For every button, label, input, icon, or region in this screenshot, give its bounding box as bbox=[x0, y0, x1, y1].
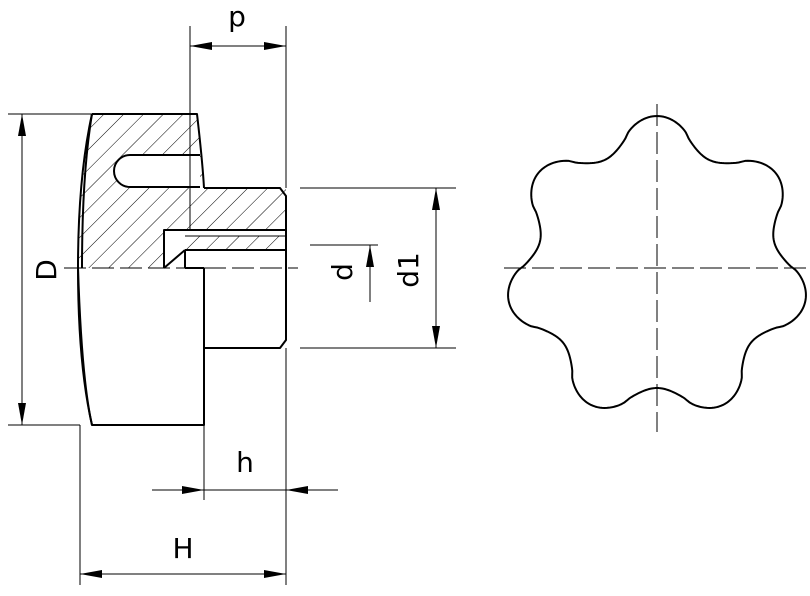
label-H: H bbox=[172, 532, 193, 565]
section-hatching bbox=[78, 114, 286, 268]
front-view bbox=[504, 104, 808, 432]
dimension-p: p bbox=[190, 0, 286, 50]
dimension-h: h bbox=[152, 446, 338, 494]
hub-outline bbox=[204, 187, 287, 349]
dimension-H: H bbox=[80, 532, 286, 578]
dimensions: p D d d1 h bbox=[8, 0, 456, 585]
dimension-d1: d1 bbox=[392, 188, 440, 348]
dimension-D: D bbox=[18, 114, 63, 425]
label-d: d bbox=[326, 263, 359, 281]
insert-outline bbox=[163, 229, 286, 269]
label-p: p bbox=[228, 0, 246, 33]
label-h: h bbox=[236, 446, 254, 479]
slot-outline bbox=[113, 154, 200, 188]
bore-lower bbox=[185, 267, 205, 348]
side-section-view bbox=[64, 113, 298, 426]
dimension-d: d bbox=[326, 245, 374, 302]
label-d1: d1 bbox=[392, 252, 425, 288]
knob-left-face bbox=[77, 113, 93, 426]
label-D: D bbox=[30, 259, 63, 281]
